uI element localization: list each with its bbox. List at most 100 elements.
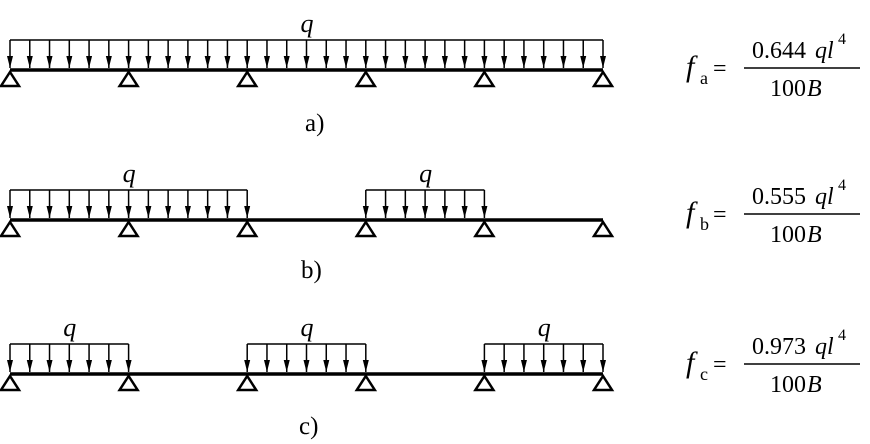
load-arrow-head xyxy=(323,360,330,372)
load-arrow-head xyxy=(283,360,290,372)
load-arrow-head xyxy=(382,56,389,68)
support-triangle xyxy=(235,373,259,392)
load-arrow-head xyxy=(540,56,547,68)
formula-c: f c = 0.973 ql 4 100 B xyxy=(686,327,860,398)
formula-c-f: f xyxy=(686,346,698,379)
load-arrow-head xyxy=(461,206,468,218)
formula-c-exp: 4 xyxy=(838,327,846,344)
load-arrow-head xyxy=(244,206,251,218)
formula-c-den-num: 100 xyxy=(770,372,806,398)
load-arrow-head xyxy=(501,360,508,372)
distributed-load: q xyxy=(7,159,251,218)
caption-a: a) xyxy=(305,110,324,137)
load-arrow-head xyxy=(422,56,429,68)
formula-a-sub: a xyxy=(700,68,708,88)
load-arrow-head xyxy=(263,360,270,372)
support-triangle xyxy=(0,69,22,88)
load-arrow-head xyxy=(125,360,132,372)
formula-c-ql: ql xyxy=(815,334,834,360)
formula-b-exp: 4 xyxy=(838,177,846,194)
formula-b-den-num: 100 xyxy=(770,222,806,248)
formula-b-sub: b xyxy=(700,214,709,234)
load-arrow-head xyxy=(501,56,508,68)
load-arrow-head xyxy=(204,206,211,218)
load-arrow-head xyxy=(7,56,13,68)
load-arrow-head xyxy=(26,56,33,68)
load-arrow-head xyxy=(86,360,93,372)
formula-a-den-var: B xyxy=(807,76,822,102)
support-triangle xyxy=(0,219,22,238)
support-triangle xyxy=(591,69,615,88)
support-triangle xyxy=(235,219,259,238)
load-arrow-head xyxy=(343,56,350,68)
load-label-q: q xyxy=(301,9,314,38)
caption-c: c) xyxy=(299,413,318,440)
load-arrow-head xyxy=(26,360,33,372)
formula-b-coef: 0.555 xyxy=(752,184,806,210)
formula-a-exp: 4 xyxy=(838,31,846,48)
formula-b-eq: = xyxy=(713,202,727,228)
load-arrow-head xyxy=(580,56,587,68)
load-arrow-head xyxy=(402,56,409,68)
load-arrow-head xyxy=(560,360,567,372)
panel-c: q q q c) f c = 0.973 ql 4 100 B xyxy=(0,313,860,440)
load-label-q: q xyxy=(123,159,136,188)
load-arrow-head xyxy=(382,206,389,218)
load-arrow-head xyxy=(520,56,527,68)
support-triangle xyxy=(0,373,22,392)
load-arrow-head xyxy=(165,56,172,68)
load-arrow-head xyxy=(580,360,587,372)
support-triangle xyxy=(473,219,496,238)
load-arrow-head xyxy=(86,206,93,218)
distributed-load: q xyxy=(7,9,606,68)
beam-a: q xyxy=(0,9,615,88)
support-triangle xyxy=(473,373,496,392)
load-arrow-head xyxy=(66,206,73,218)
formula-b: f b = 0.555 ql 4 100 B xyxy=(686,177,860,248)
load-arrow-head xyxy=(46,56,53,68)
support-triangle xyxy=(473,69,496,88)
load-arrow-head xyxy=(26,206,33,218)
load-arrow-head xyxy=(600,360,606,372)
load-arrow-head xyxy=(283,56,290,68)
support-triangle xyxy=(591,219,615,238)
load-arrow-head xyxy=(7,206,13,218)
load-arrow-head xyxy=(560,56,567,68)
support-triangle xyxy=(591,373,615,392)
load-arrow-head xyxy=(184,56,191,68)
load-arrow-head xyxy=(441,206,448,218)
load-arrow-head xyxy=(540,360,547,372)
load-arrow-head xyxy=(224,206,231,218)
load-arrow-head xyxy=(145,56,152,68)
load-arrow-head xyxy=(600,56,606,68)
support-triangle xyxy=(117,219,140,238)
load-arrow-head xyxy=(422,206,429,218)
formula-b-ql: ql xyxy=(815,184,834,210)
load-arrow-head xyxy=(105,56,112,68)
support-triangle xyxy=(354,69,378,88)
load-arrow-head xyxy=(461,56,468,68)
formula-c-den-var: B xyxy=(807,372,822,398)
load-arrow-head xyxy=(66,360,73,372)
load-arrow-head xyxy=(481,360,488,372)
formula-a-f: f xyxy=(686,50,698,83)
load-arrow-head xyxy=(224,56,231,68)
support-triangle xyxy=(235,69,259,88)
caption-b: b) xyxy=(301,257,322,284)
load-label-q: q xyxy=(301,313,314,342)
formula-a-coef: 0.644 xyxy=(752,38,806,64)
formula-a-den-num: 100 xyxy=(770,76,806,102)
load-arrow-head xyxy=(362,360,369,372)
load-arrow-head xyxy=(46,206,53,218)
formula-a-eq: = xyxy=(713,56,727,82)
distributed-load: q xyxy=(481,313,606,372)
load-arrow-head xyxy=(362,56,369,68)
load-arrow-head xyxy=(125,206,132,218)
distributed-load: q xyxy=(7,313,132,372)
load-arrow-head xyxy=(184,206,191,218)
load-arrow-head xyxy=(441,56,448,68)
